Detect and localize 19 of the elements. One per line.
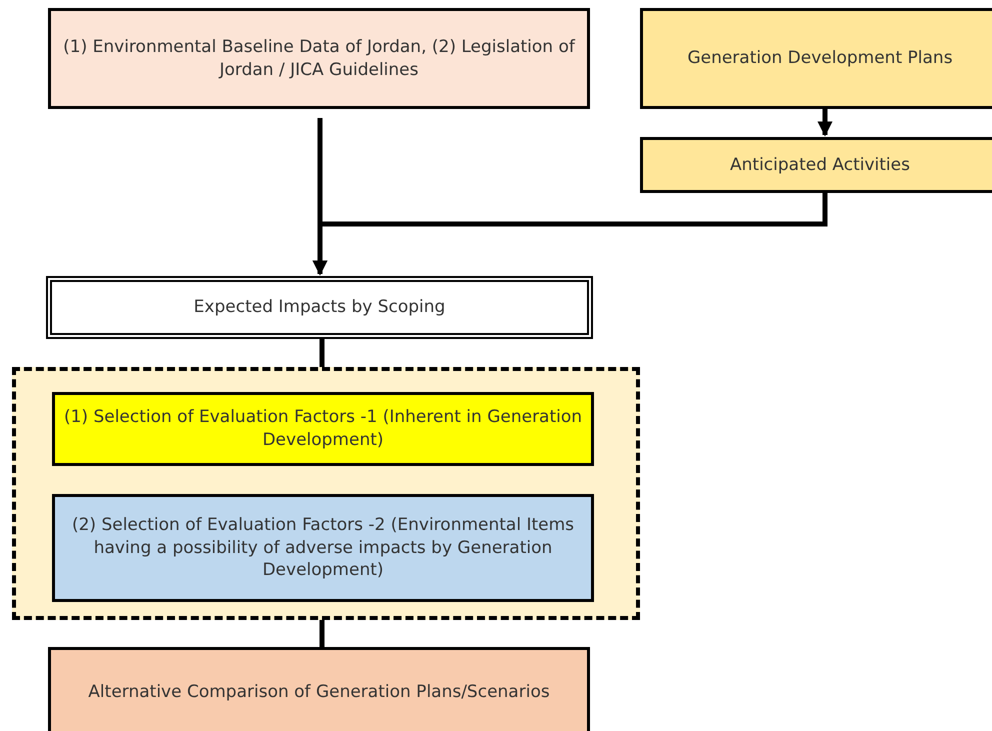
box-label: Expected Impacts by Scoping	[192, 296, 446, 319]
process-box	[52, 494, 594, 602]
box-label: (2) Selection of Evaluation Factors -2 (Environmental Items having a possibility of adverse impacts by Generation Development)	[70, 514, 576, 582]
process-box	[640, 137, 992, 193]
process-box	[46, 276, 593, 339]
box-label: Generation Development Plans	[686, 47, 954, 70]
arrow	[312, 193, 828, 276]
process-box	[48, 647, 590, 731]
box-label: (1) Selection of Evaluation Factors -1 (Inherent in Generation Development)	[62, 406, 584, 452]
connector-line	[320, 339, 324, 367]
process-box	[48, 8, 590, 109]
box-label: (1) Environmental Baseline Data of Jordan, (2) Legislation of Jordan / JICA Guidelines	[62, 36, 576, 82]
group-container	[12, 367, 640, 620]
arrow	[818, 109, 832, 136]
process-box	[52, 392, 594, 466]
box-label: Alternative Comparison of Generation Plans/Scenarios	[87, 680, 551, 704]
box-label: Anticipated Activities	[729, 154, 911, 176]
process-box	[640, 8, 992, 109]
connector-line	[320, 620, 324, 647]
